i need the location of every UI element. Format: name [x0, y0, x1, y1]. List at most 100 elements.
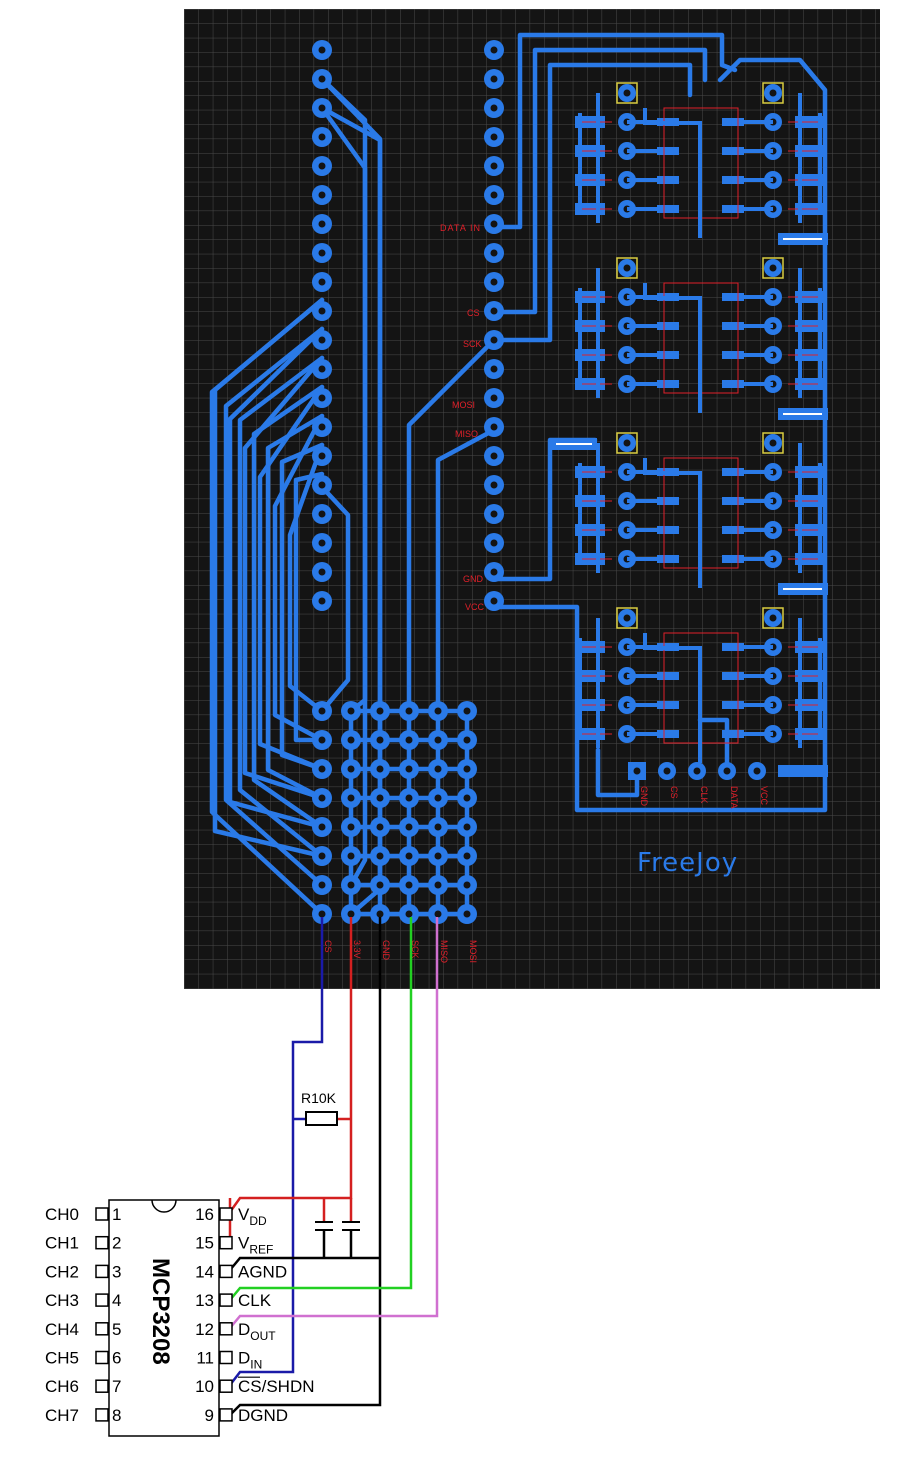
ic-pin-right: [722, 118, 744, 126]
chip-right-pin-number: 12: [195, 1320, 214, 1339]
chip-right-pin-number: 9: [205, 1406, 214, 1425]
left-header-pad-4-hole: [318, 133, 326, 141]
right-header-pad-13-hole: [490, 394, 498, 402]
grid-pad-c5-r0-hole: [463, 707, 471, 715]
grid-pad-c5-r5-hole: [463, 852, 471, 860]
label-miso: MISO: [455, 429, 478, 439]
grid-pad-c4-r7-hole: [434, 910, 442, 918]
wire-33v-red: [228, 917, 353, 1213]
ic-pin-left: [657, 176, 679, 184]
module-left-hole: [623, 439, 631, 447]
grid-pad-c4-r6-hole: [434, 881, 442, 889]
chip-left-pin-name: CH5: [45, 1349, 79, 1368]
shift-header-label: GND: [639, 786, 649, 807]
left-header-pad-2-hole: [318, 75, 326, 83]
chip-left-pin-number: 4: [112, 1291, 121, 1310]
bottom-header-label: 3.3V: [352, 940, 362, 959]
data-in-trace: [491, 32, 738, 230]
resistor-label: R10K: [301, 1090, 337, 1106]
shift-header-hole: [723, 767, 731, 775]
loop-6: [293, 471, 325, 743]
right-header-pad-18-hole: [490, 539, 498, 547]
grid-pad-c3-r7-hole: [405, 910, 413, 918]
fan-trace-4: [242, 355, 325, 801]
wire-cs-blue: [229, 917, 324, 1386]
grid-pad-c0-r4-hole: [318, 823, 326, 831]
chip-right-pin-name: DIN: [238, 1349, 262, 1372]
module-chain: [643, 633, 702, 763]
chip-left-pin-number: 6: [112, 1349, 121, 1368]
shift-gnd: [595, 747, 640, 798]
module-chain: [643, 283, 702, 413]
right-header-pad-19-hole: [490, 568, 498, 576]
grid-pad-c1-r0-hole: [347, 707, 355, 715]
ic-pin-right: [722, 293, 744, 301]
chip-left-pin-box: [95, 1293, 109, 1307]
grid-pad-c1-r6-hole: [347, 881, 355, 889]
right-header-pad-20-hole: [490, 597, 498, 605]
right-header-pad-7-hole: [490, 220, 498, 228]
chip-right-pin-number: 15: [195, 1234, 214, 1253]
spi-sck: [406, 337, 497, 714]
ic-pin-right: [722, 555, 744, 563]
ic-pin-left: [657, 672, 679, 680]
module-pad-square-r: [762, 82, 784, 104]
ic-pin-right: [722, 730, 744, 738]
chip-left-pin-name: CH4: [45, 1320, 79, 1339]
module-chain: [643, 458, 702, 588]
label-data-in: DATA IN: [440, 223, 480, 233]
ic-pin-left: [657, 555, 679, 563]
chip-right-pin-number: 14: [195, 1262, 214, 1281]
right-header-pad-1-hole: [490, 46, 498, 54]
left-header-pad-15-hole: [318, 452, 326, 460]
chip-right-pin-name: CLK: [238, 1291, 272, 1310]
resistor-10k: R10K: [301, 1090, 338, 1126]
chip-right-pin-box: [219, 1408, 233, 1422]
chip-left-pin-box: [95, 1264, 109, 1279]
ic-pin-right: [722, 526, 744, 534]
grid-pad-c5-r1-hole: [463, 736, 471, 744]
module-pad-square: [616, 257, 638, 279]
chip-right-pin-box: [219, 1235, 233, 1250]
right-header-pad-10-hole: [490, 307, 498, 315]
fan-trace-7: [287, 442, 325, 714]
module-left-hole: [623, 264, 631, 272]
cs-trace: [491, 47, 708, 315]
chip-left-pin-name: CH2: [45, 1262, 79, 1281]
left-header-pad-7-hole: [318, 220, 326, 228]
bottom-header-label: SCK: [410, 940, 420, 959]
chip-left-pin-number: 2: [112, 1234, 121, 1253]
shift-module-2: [575, 408, 828, 588]
ic-pin-right: [722, 701, 744, 709]
ic-pin-left: [657, 147, 679, 155]
chip-right-pin-box: [219, 1207, 233, 1221]
chip-right-pin-name: VREF: [238, 1234, 273, 1257]
shift-header-label: DATA: [729, 786, 739, 809]
grid-pad-c4-r3-hole: [434, 794, 442, 802]
ic-pin-left: [657, 526, 679, 534]
module-right-hole: [769, 614, 777, 622]
chip-right-pin-subscript: DD: [249, 1214, 267, 1228]
module-right-hole: [769, 264, 777, 272]
chip-left-pin-name: CH3: [45, 1291, 79, 1310]
shift-header-hole: [663, 767, 671, 775]
chip-left-pin-name: CH1: [45, 1234, 79, 1253]
ic-pin-left: [657, 701, 679, 709]
label-gnd: GND: [463, 574, 484, 584]
chip-right-pin-box: [219, 1264, 233, 1279]
grid-pad-c3-r4-hole: [405, 823, 413, 831]
grid-pad-c5-r6-hole: [463, 881, 471, 889]
grid-pad-c1-r4-hole: [347, 823, 355, 831]
right-header-pad-2-hole: [490, 75, 498, 83]
loop-1: [223, 326, 325, 888]
left-header-pad-19-hole: [318, 568, 326, 576]
chip-right-pin-number: 11: [196, 1349, 214, 1368]
ic-pin-left: [657, 380, 679, 388]
chip-notch: [151, 1199, 177, 1213]
external-wires: [228, 917, 439, 1416]
grid-pad-c4-r4-hole: [434, 823, 442, 831]
right-header-pad-14-hole: [490, 423, 498, 431]
grid-pad-c1-r7-hole: [347, 910, 355, 918]
grid-pad-c3-r0-hole: [405, 707, 413, 715]
